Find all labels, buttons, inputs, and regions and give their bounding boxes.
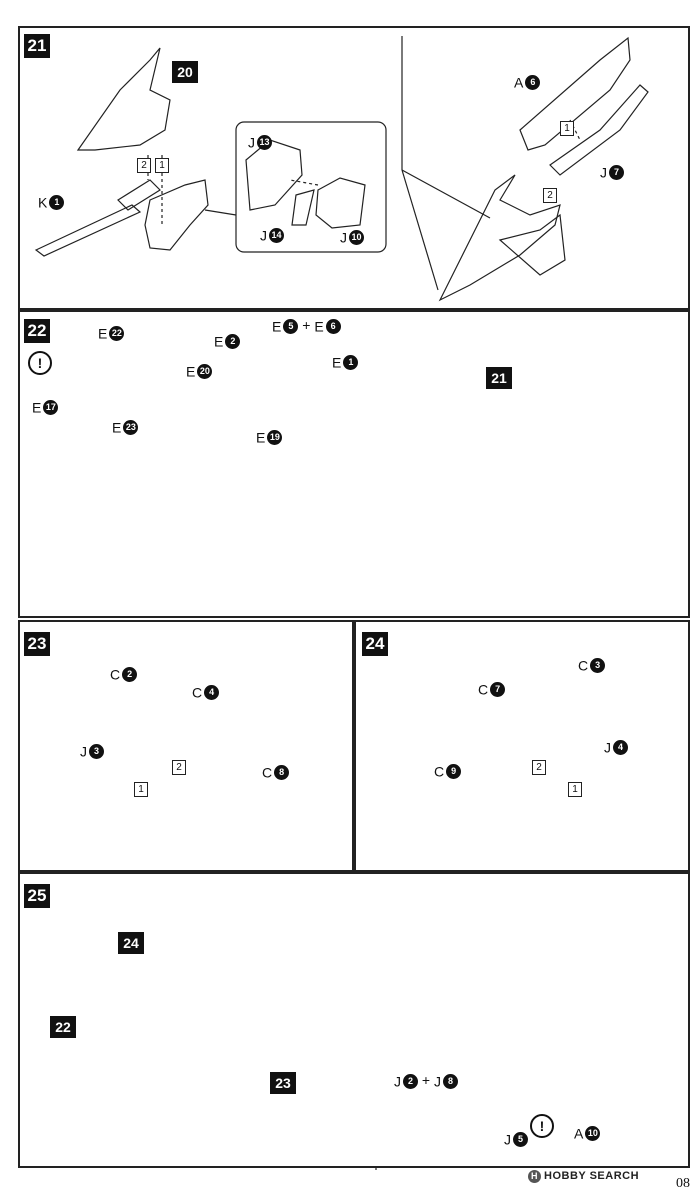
step-25-panel	[18, 872, 690, 1168]
step-23-panel	[18, 620, 354, 872]
ref-24-badge: 24	[118, 932, 144, 954]
step-24-panel	[354, 620, 690, 872]
order-1-box-23: 1	[134, 782, 148, 797]
order-2-box: 2	[137, 158, 151, 173]
step-22-number: 22	[24, 319, 50, 343]
order-1-box-24: 1	[568, 782, 582, 797]
step-23-number: 23	[24, 632, 50, 656]
order-2-box-24: 2	[532, 760, 546, 775]
step-21-number: 21	[24, 34, 50, 58]
order-1-box: 1	[155, 158, 169, 173]
order-2-box-23: 2	[172, 760, 186, 775]
ref-20-badge: 20	[172, 61, 198, 83]
ref-23-badge: 23	[270, 1072, 296, 1094]
ref-21-badge: 21	[486, 367, 512, 389]
step-25-number: 25	[24, 884, 50, 908]
caution-icon: !	[28, 351, 52, 375]
order-2b-box: 2	[543, 188, 557, 203]
step-21-panel	[18, 26, 690, 310]
caution-icon-25: !	[530, 1114, 554, 1138]
step-24-number: 24	[362, 632, 388, 656]
page-number: 08	[676, 1176, 690, 1191]
ref-22-badge: 22	[50, 1016, 76, 1038]
order-1b-box: 1	[560, 121, 574, 136]
